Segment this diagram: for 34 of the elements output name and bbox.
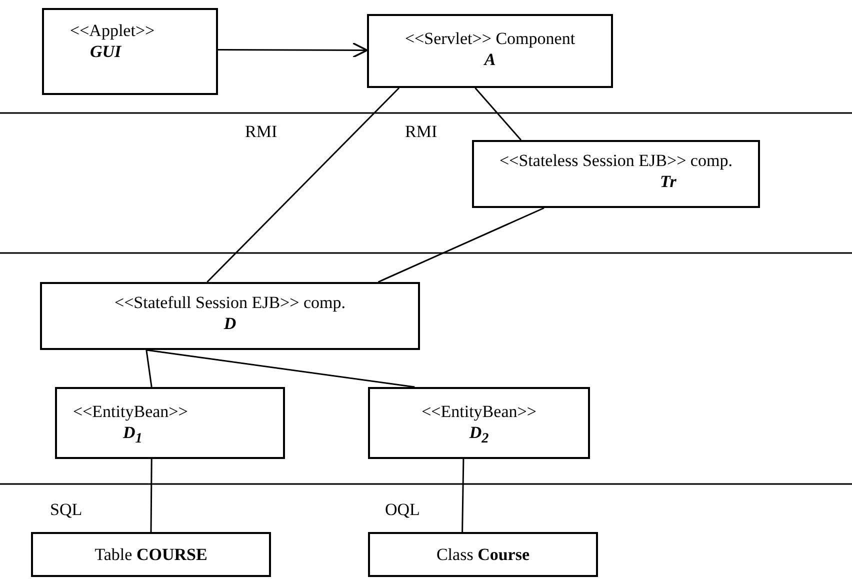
stereotype-text: <<Servlet>> Component	[404, 28, 576, 50]
stereotype-text: <<EntityBean>>	[73, 401, 188, 423]
class-box	[472, 140, 760, 208]
protocol-label: OQL	[385, 500, 420, 520]
stereotype-text: <<EntityBean>>	[422, 401, 536, 423]
component-name: D	[224, 314, 236, 334]
connector-line	[146, 349, 415, 388]
connector-line	[474, 88, 522, 140]
component-name: GUI	[90, 42, 122, 62]
connector-line	[462, 458, 464, 532]
arrow	[218, 42, 368, 58]
connector-line	[378, 207, 544, 283]
class-box	[55, 387, 285, 459]
stereotype-text: <<Applet>>	[70, 20, 155, 42]
component-name: A	[484, 50, 496, 70]
box-label: Table COURSE	[94, 544, 208, 566]
class-box	[367, 14, 613, 88]
class-box	[31, 532, 271, 577]
stereotype-text: <<Stateless Session EJB>> comp.	[500, 150, 732, 172]
protocol-label: RMI	[245, 122, 278, 142]
class-box	[368, 532, 598, 577]
stereotype-text: <<Statefull Session EJB>> comp.	[114, 292, 346, 314]
box-label: Class Course	[436, 544, 530, 566]
class-box	[368, 387, 590, 459]
class-box	[42, 8, 218, 95]
component-name: D$_{2}$	[469, 423, 489, 448]
protocol-label: SQL	[50, 500, 82, 520]
connector-line	[206, 87, 400, 283]
connector-line	[146, 350, 152, 388]
connector-line	[150, 459, 152, 532]
component-name: Tr	[660, 172, 676, 192]
component-name: D$_{1}$	[123, 423, 142, 448]
protocol-label: RMI	[405, 122, 438, 142]
class-box	[40, 282, 420, 350]
